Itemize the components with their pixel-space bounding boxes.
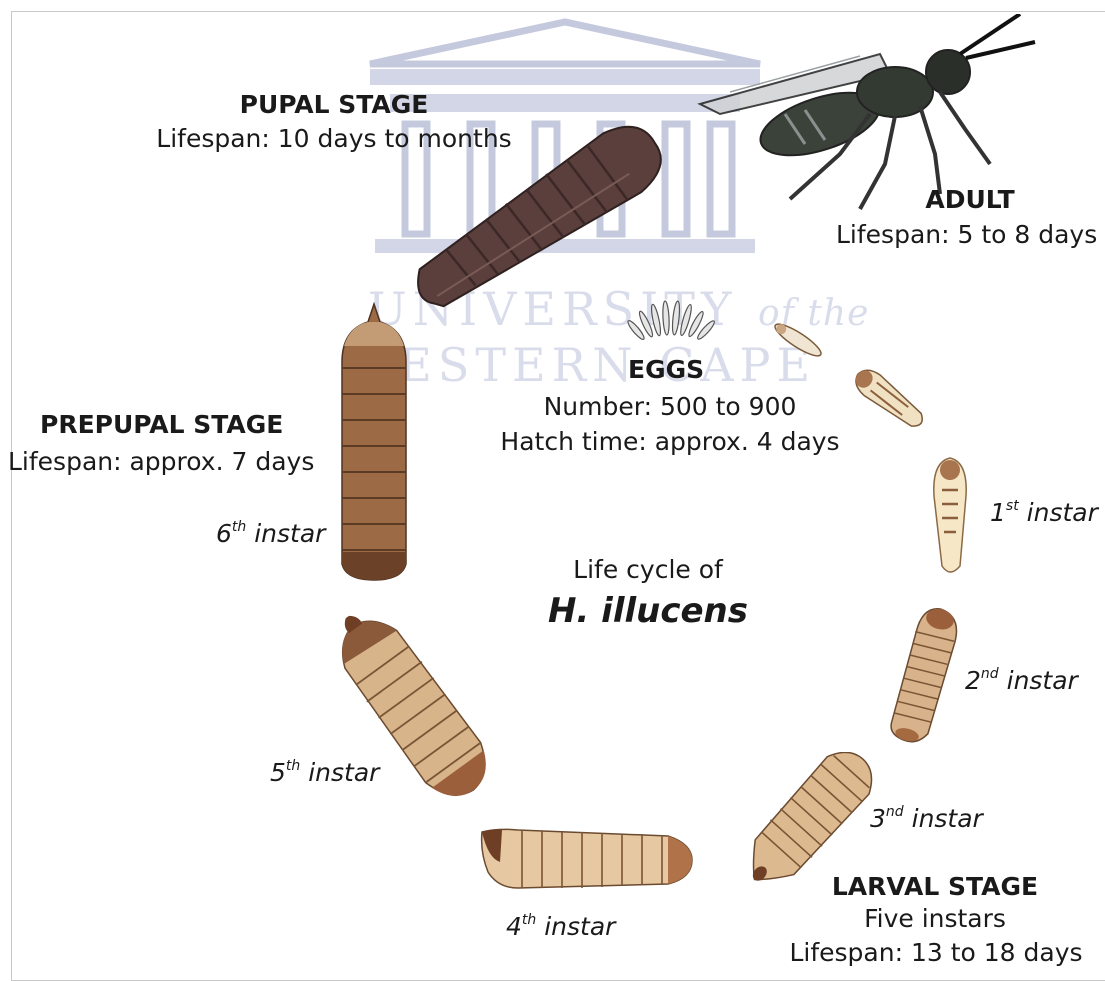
center-caption-line-1: Life cycle of <box>548 557 748 582</box>
instar-1-larva-illustration <box>928 456 972 578</box>
larval-stage-instar-count: Five instars <box>810 906 1060 931</box>
instar-2-larva-illustration <box>884 604 964 746</box>
instar-4-label: 4th instar <box>506 914 615 939</box>
eggs-hatch-time: Hatch time: approx. 4 days <box>490 429 850 454</box>
eggs-illustration <box>622 292 718 342</box>
pupal-stage-title: PUPAL STAGE <box>200 92 468 117</box>
instar-1-label: 1st instar <box>990 500 1098 525</box>
instar-2-label: 2nd instar <box>965 668 1078 693</box>
center-caption-species: H. illucens <box>520 594 776 628</box>
larval-stage-lifespan: Lifespan: 13 to 18 days <box>786 940 1086 965</box>
instar-4-larva-illustration <box>478 822 696 894</box>
prepupal-stage-lifespan: Lifespan: approx. 7 days <box>8 449 314 474</box>
pupal-stage-lifespan: Lifespan: 10 days to months <box>150 126 518 151</box>
watermark-line-2: WESTERN CAPE <box>345 338 816 392</box>
early-larva-illustration <box>848 358 934 442</box>
eggs-title: EGGS <box>628 357 704 382</box>
instar-3-larva-illustration <box>735 752 881 888</box>
prepupa-illustration <box>336 302 412 582</box>
newly-hatched-larva-illustration <box>770 318 826 362</box>
adult-fly-illustration <box>690 14 1070 214</box>
eggs-number: Number: 500 to 900 <box>520 394 820 419</box>
larval-stage-title: LARVAL STAGE <box>810 874 1060 899</box>
adult-stage-title: ADULT <box>890 187 1050 212</box>
prepupal-stage-title: PREPUPAL STAGE <box>40 412 283 437</box>
instar-3-label: 3nd instar <box>870 806 983 831</box>
instar-5-label: 5th instar <box>270 760 379 785</box>
adult-stage-lifespan: Lifespan: 5 to 8 days <box>836 222 1097 247</box>
instar-6-label: 6th instar <box>216 521 325 546</box>
